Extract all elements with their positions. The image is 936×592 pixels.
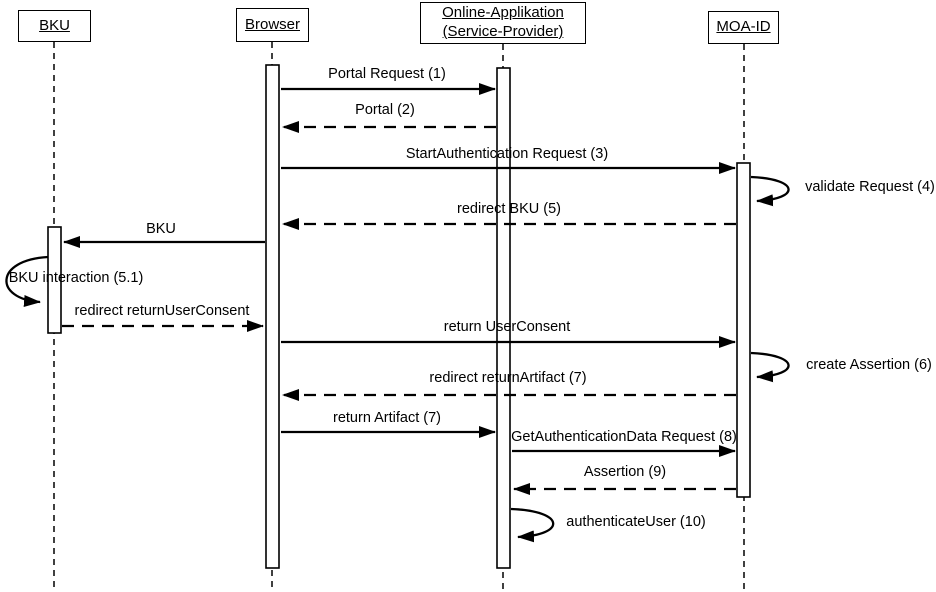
activation-bar-bku (47, 226, 62, 334)
arrow-authenticateuser-self-loop (510, 507, 555, 543)
activation-bar-online-applikation (496, 67, 511, 569)
message-label-startauthentication-request: StartAuthentication Request (3) (405, 146, 609, 162)
participant-bku: BKU (18, 10, 91, 42)
message-label-redirect-bku: redirect BKU (5) (457, 201, 561, 217)
message-label-assertion: Assertion (9) (583, 464, 667, 480)
message-label-return-userconsent: return UserConsent (443, 319, 571, 335)
participant-browser-label: Browser (244, 15, 300, 33)
participant-online-applikation: Online-Applikation (Service-Provider) (420, 2, 586, 44)
arrow-bku-interaction-self-loop (5, 255, 49, 307)
message-label-authenticateuser: authenticateUser (10) (566, 514, 706, 530)
message-label-redirect-returnartifact: redirect returnArtifact (7) (429, 370, 587, 386)
message-label-bku: BKU (146, 221, 176, 237)
participant-online-applikation-label: Online-Applikation (Service-Provider) (442, 4, 564, 40)
activation-bar-browser (265, 64, 280, 569)
activation-bar-moa-id (736, 162, 751, 498)
message-label-portal-request: Portal Request (1) (328, 66, 446, 82)
participant-moa-id-label: MOA-ID (716, 18, 771, 36)
message-label-getauthenticationdata-request: GetAuthenticationData Request (8) (511, 429, 737, 445)
message-label-create-assertion: create Assertion (6) (806, 357, 932, 373)
message-label-return-artifact: return Artifact (7) (333, 410, 441, 426)
participant-moa-id: MOA-ID (708, 11, 779, 44)
message-label-portal: Portal (2) (355, 102, 415, 118)
participant-browser: Browser (236, 8, 309, 42)
message-label-bku-interaction: BKU interaction (5.1) (8, 270, 144, 286)
participant-bku-label: BKU (39, 16, 70, 34)
message-label-redirect-returnuserconsent: redirect returnUserConsent (74, 303, 250, 319)
arrow-create-assertion-self-loop (750, 351, 790, 383)
message-label-validate-request: validate Request (4) (805, 179, 935, 195)
arrow-validate-request-self-loop (750, 175, 790, 207)
